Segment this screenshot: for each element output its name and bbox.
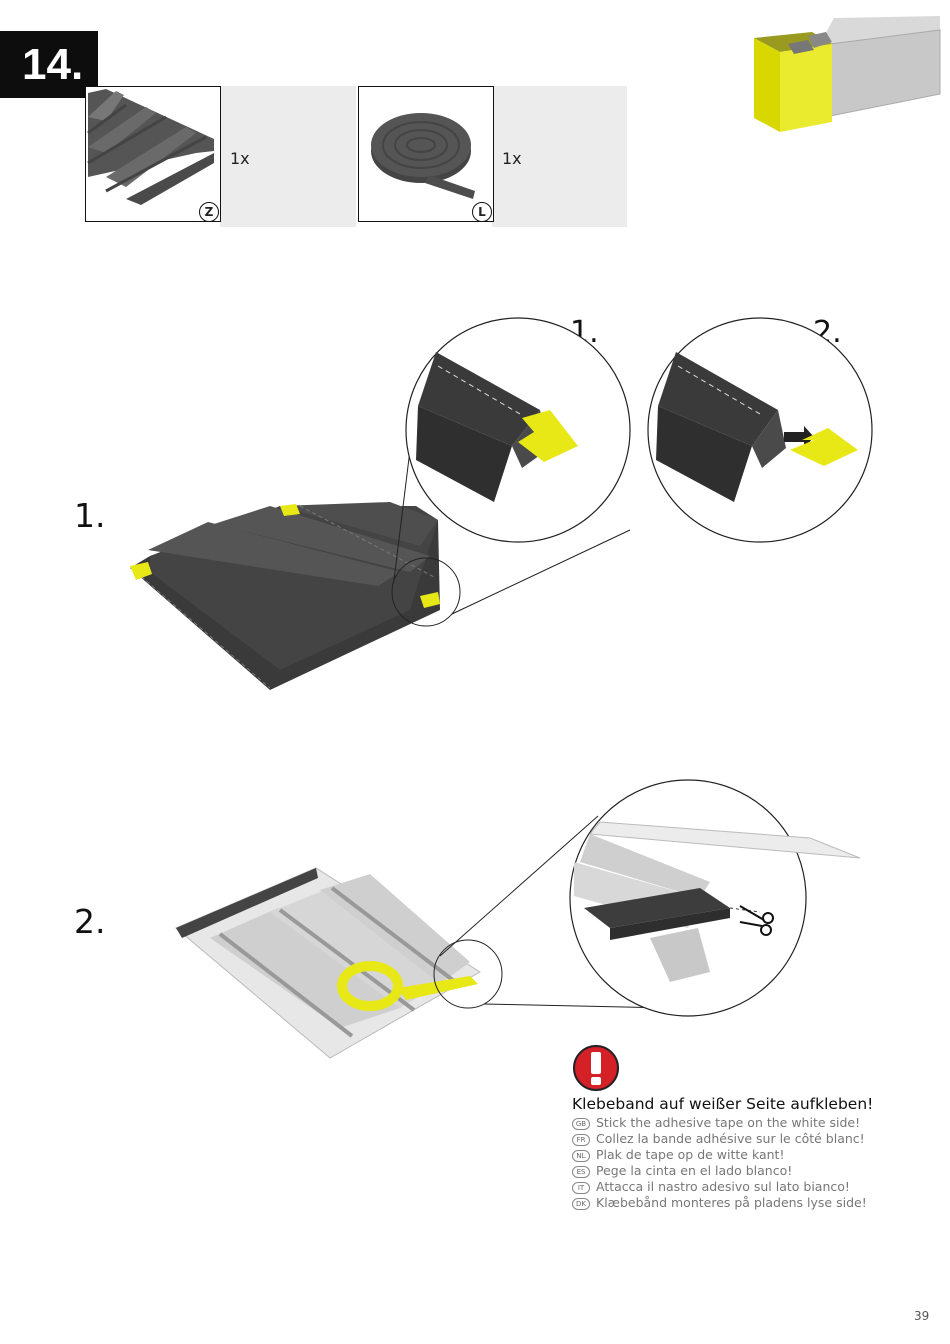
step-number-badge: 14. xyxy=(0,31,98,98)
substep-1-illustration xyxy=(130,317,873,690)
exclamation-icon xyxy=(573,1045,619,1091)
part-l-quantity: 1x xyxy=(502,149,522,168)
page-number: 39 xyxy=(914,1309,930,1323)
substep-2-label: 2. xyxy=(74,902,106,941)
warning-title: Klebeband auf weißer Seite aufkleben! xyxy=(572,1095,874,1113)
part-l-letter: L xyxy=(472,202,492,222)
part-z-quantity: 1x xyxy=(230,149,250,168)
tape-roll-icon xyxy=(371,113,475,199)
substep-1-label: 1. xyxy=(74,496,106,535)
substep-2-illustration xyxy=(175,779,861,1059)
corrugated-sheet-icon xyxy=(87,89,214,205)
part-z-qty-panel xyxy=(220,86,356,227)
part-l-box xyxy=(358,86,494,222)
part-l-qty-panel xyxy=(492,86,627,227)
product-thumbnail-icon xyxy=(754,16,941,132)
part-z-letter: Z xyxy=(199,202,219,222)
part-z-box xyxy=(85,86,221,222)
